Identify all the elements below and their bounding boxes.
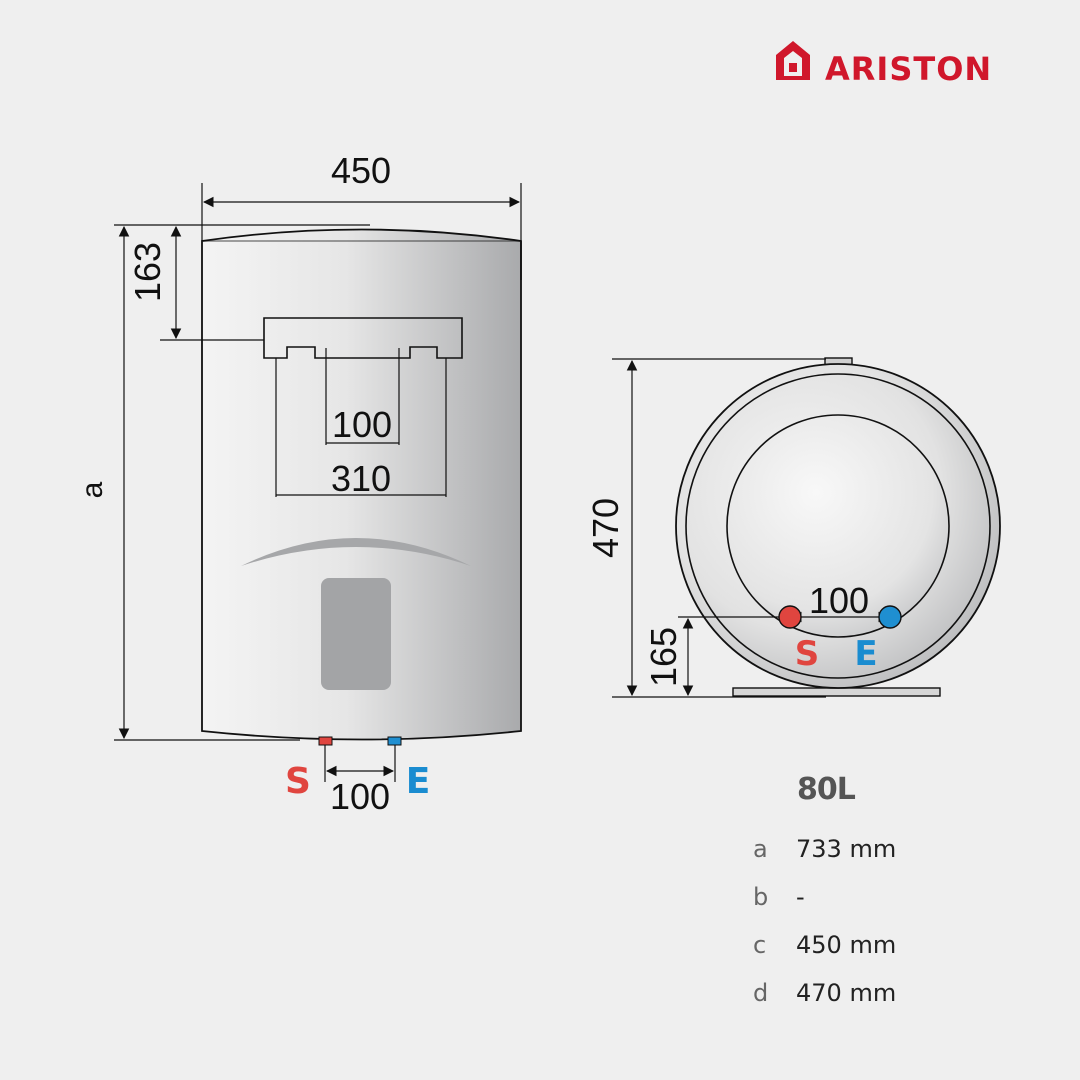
height-label: a [76, 481, 109, 498]
side-pipe-spacing-label: 100 [809, 580, 869, 621]
house-logo-icon [776, 41, 810, 80]
tank-inner-circle [726, 414, 950, 638]
spec-value-c: 450 mm [796, 931, 896, 959]
inlet-pipe [387, 736, 402, 746]
top-offset-label: 163 [127, 242, 168, 302]
bracket-outer-label: 310 [331, 458, 391, 499]
side-view: 470 165 100 S E [585, 357, 1001, 698]
front-panel-window [321, 578, 391, 690]
outlet-pipe [318, 736, 333, 746]
side-outlet-pipe [778, 605, 802, 629]
spec-value-b: - [796, 883, 805, 911]
bracket-inner-label: 100 [332, 404, 392, 445]
tank-body [201, 228, 522, 741]
spec-value-a: 733 mm [796, 835, 896, 863]
spec-key-a: a [753, 835, 768, 863]
front-inlet-label: E [406, 761, 431, 802]
width-label: 450 [331, 150, 391, 191]
spec-key-d: d [753, 979, 768, 1007]
spec-value-d: 470 mm [796, 979, 896, 1007]
brand-name: ARISTON [825, 50, 992, 88]
front-pipe-spacing-label: 100 [330, 776, 390, 817]
model-title: 80L [797, 772, 856, 807]
front-panel-arc [241, 538, 471, 566]
pipe-height-label: 165 [643, 627, 684, 687]
ariston-logo: ARISTON [776, 41, 992, 88]
side-outlet-label: S [795, 634, 820, 674]
spec-key-c: c [753, 931, 766, 959]
spec-table: 80L a 733 mm b - c 450 mm d 470 mm [753, 772, 896, 1007]
base-bracket [732, 687, 941, 697]
front-outlet-label: S [285, 761, 311, 802]
side-inlet-label: E [854, 634, 877, 674]
side-inlet-pipe [878, 605, 902, 629]
spec-key-b: b [753, 883, 768, 911]
mounting-bracket [263, 317, 463, 359]
tank-rim [685, 373, 991, 679]
front-view: 100 310 450 163 a 100 S E [76, 150, 522, 817]
depth-label: 470 [585, 498, 626, 558]
